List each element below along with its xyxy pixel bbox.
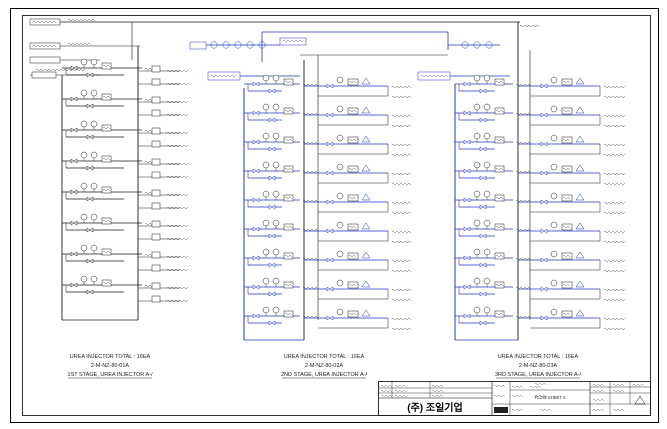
stage-1-tag: 2-M-NZ-80-01A bbox=[91, 363, 130, 369]
stage-3-piping bbox=[417, 22, 626, 341]
company-name: (주) 조일기업 bbox=[407, 401, 462, 414]
inner-frame bbox=[22, 15, 651, 416]
stage-2-piping bbox=[189, 31, 500, 341]
title-block: (주) 조일기업 FLOW SHEET 2 bbox=[378, 381, 651, 416]
stage-2-tag: 2-M-NZ-80-02A bbox=[305, 363, 344, 369]
stage-2-summary: UREA INJECTOR TOTAL : 16EA bbox=[284, 354, 365, 360]
stage-3-summary: UREA INJECTOR TOTAL : 16EA bbox=[498, 354, 579, 360]
stage-1-piping bbox=[29, 18, 520, 321]
stage-1-caption: UREA INJECTOR TOTAL : 16EA 2-M-NZ-80-01A… bbox=[68, 354, 153, 379]
stage-2-caption: UREA INJECTOR TOTAL : 16EA 2-M-NZ-80-02A… bbox=[281, 354, 367, 379]
outer-frame bbox=[10, 8, 659, 423]
stage-3-caption: UREA INJECTOR TOTAL : 16EA 2-M-NZ-80-03A… bbox=[495, 354, 581, 379]
stage-3-title: 3RD STAGE, UREA INJECTOR A-/ bbox=[495, 372, 581, 378]
stage-1-title: 1ST STAGE, UREA INJECTOR A-/ bbox=[68, 372, 153, 378]
stage-3-tag: 2-M-NZ-80-03A bbox=[519, 363, 558, 369]
stage-1-summary: UREA INJECTOR TOTAL : 16EA bbox=[70, 354, 151, 360]
drawing-title: FLOW SHEET 2 bbox=[535, 395, 566, 400]
stage-2-title: 2ND STAGE, UREA INJECTOR A-/ bbox=[281, 372, 367, 378]
piping-schematic bbox=[29, 18, 626, 341]
